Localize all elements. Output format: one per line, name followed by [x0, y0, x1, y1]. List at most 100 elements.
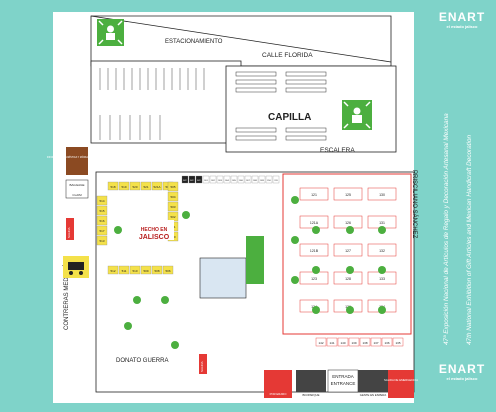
- stand-number: 131: [379, 221, 385, 225]
- venue-map: 518519520521521A507514515516517513512511…: [46, 12, 419, 403]
- stand-number: 521A: [153, 185, 160, 189]
- stand-box: [216, 175, 224, 184]
- stand-number: 301: [204, 180, 208, 182]
- stand-number: 130: [379, 193, 385, 197]
- stand-number: 135: [395, 341, 400, 345]
- stand-box: [167, 191, 179, 202]
- stand-box: [96, 195, 108, 206]
- legend-emergency: SALIDA DE EMERGENCIA: [384, 378, 418, 382]
- enart-logo-bottom-sub: el estado jalisco: [446, 376, 478, 381]
- stand-number: 503: [170, 205, 175, 209]
- stand-number: 126: [345, 221, 351, 225]
- tree-icon: [346, 306, 354, 314]
- side-panel: ENART el estado jalisco 47ª Exposición N…: [421, 0, 496, 412]
- tree-icon: [378, 226, 386, 234]
- stand-number: 133: [379, 277, 385, 281]
- stand-box: [337, 337, 349, 347]
- stand-box: [333, 187, 363, 201]
- stand-box: [272, 175, 280, 184]
- tree-icon: [133, 296, 141, 304]
- stand-number: 138: [362, 341, 367, 345]
- tree-icon: [114, 226, 122, 234]
- stand-box: [265, 175, 273, 184]
- stand-number: 125: [345, 193, 351, 197]
- stand-number: 516: [99, 219, 104, 223]
- stand-number: 517: [99, 229, 104, 233]
- info-box: INFORMACIÓN TURÍSTICA Y MÓDULO DE ATENCI…: [47, 147, 107, 175]
- atrium-area: [199, 257, 247, 299]
- stand-box: [230, 175, 238, 184]
- stand-box: [370, 337, 382, 347]
- tree-icon: [312, 226, 320, 234]
- stand-box: [107, 181, 119, 191]
- meeting-point-icon-top: [97, 19, 124, 46]
- street-right-label: PRISCILIANO SÁNCHEZ: [411, 170, 418, 239]
- stand-number: 137: [373, 341, 378, 345]
- stand-number: 127: [345, 249, 351, 253]
- stand-number: 123: [311, 277, 317, 281]
- stand-number: R/C: [197, 180, 201, 182]
- stand-box: [167, 181, 179, 192]
- legend-entrance: ENTRADA: [332, 374, 354, 379]
- tree-icon: [171, 341, 179, 349]
- stand-box: [299, 243, 329, 257]
- tree-icon: [378, 306, 386, 314]
- stand-box: [209, 175, 217, 184]
- stand-box: [381, 337, 393, 347]
- tree-icon: [291, 236, 299, 244]
- stand-number: 303: [218, 180, 222, 182]
- stand-box: [151, 265, 163, 275]
- stand-number: 304: [225, 180, 229, 182]
- red-stands-right: 121121A121B12312412512612712812913013113…: [181, 175, 404, 347]
- stand-number: 308: [253, 180, 257, 182]
- stand-number: 515: [99, 209, 104, 213]
- legend-bike: BICIPARQUE: [302, 393, 319, 397]
- tree-icon: [182, 211, 190, 219]
- stand-box: [299, 187, 329, 201]
- tree-icon: [346, 266, 354, 274]
- stand-number: 139: [351, 341, 356, 345]
- jalisco-tag: HECHO EN: [141, 227, 168, 233]
- title-es: 47ª Exposición Nacional de Artículos de …: [443, 105, 450, 345]
- exit-sign-left: SALIDA: [66, 218, 74, 240]
- stand-number: 510: [132, 269, 137, 273]
- stand-box: [326, 337, 338, 347]
- stairs-label: ESCALERA: [320, 147, 355, 154]
- stand-number: 121: [311, 193, 317, 197]
- stand-box: [96, 215, 108, 226]
- stand-number: R/C: [183, 180, 187, 182]
- stand-number: 506: [165, 269, 170, 273]
- stand-box: [162, 265, 174, 275]
- baggage-label: BAGGAGE: [69, 183, 84, 187]
- legend-entrance-en: ENTRANCE: [331, 381, 356, 386]
- stand-box: [96, 225, 108, 236]
- stand-number: 302: [211, 180, 215, 182]
- stand-number: 309: [260, 180, 264, 182]
- stand-number: 521: [143, 185, 148, 189]
- stand-box: [140, 181, 152, 191]
- tree-icon: [291, 196, 299, 204]
- meeting-point-icon-chapel: [342, 100, 372, 130]
- street-bottom-label: DONATO GUERRA: [116, 358, 168, 364]
- stand-number: 513: [99, 239, 104, 243]
- tree-icon: [161, 296, 169, 304]
- tree-icon: [124, 322, 132, 330]
- stand-number: 502: [170, 215, 175, 219]
- street-top-label: CALLE FLORIDA: [262, 52, 313, 59]
- stand-box: [118, 181, 130, 191]
- stand-box: [202, 175, 210, 184]
- stand-number: 508: [154, 269, 159, 273]
- tree-icon: [312, 306, 320, 314]
- stand-box: [251, 175, 259, 184]
- stand-number: 121A: [310, 221, 319, 225]
- tree-icon: [378, 266, 386, 274]
- exit-left-label: SALIDA: [67, 227, 71, 238]
- enart-logo-top-text: ENART: [438, 10, 486, 24]
- tree-icon: [346, 226, 354, 234]
- title-en: 47th National Exhibition of Gift Article…: [466, 105, 473, 345]
- stand-number: 142: [318, 341, 323, 345]
- exit-sign-bottom: SALIDA: [199, 354, 207, 374]
- stand-number: 518: [110, 185, 115, 189]
- stand-number: 121B: [310, 249, 319, 253]
- stand-box: [367, 243, 397, 257]
